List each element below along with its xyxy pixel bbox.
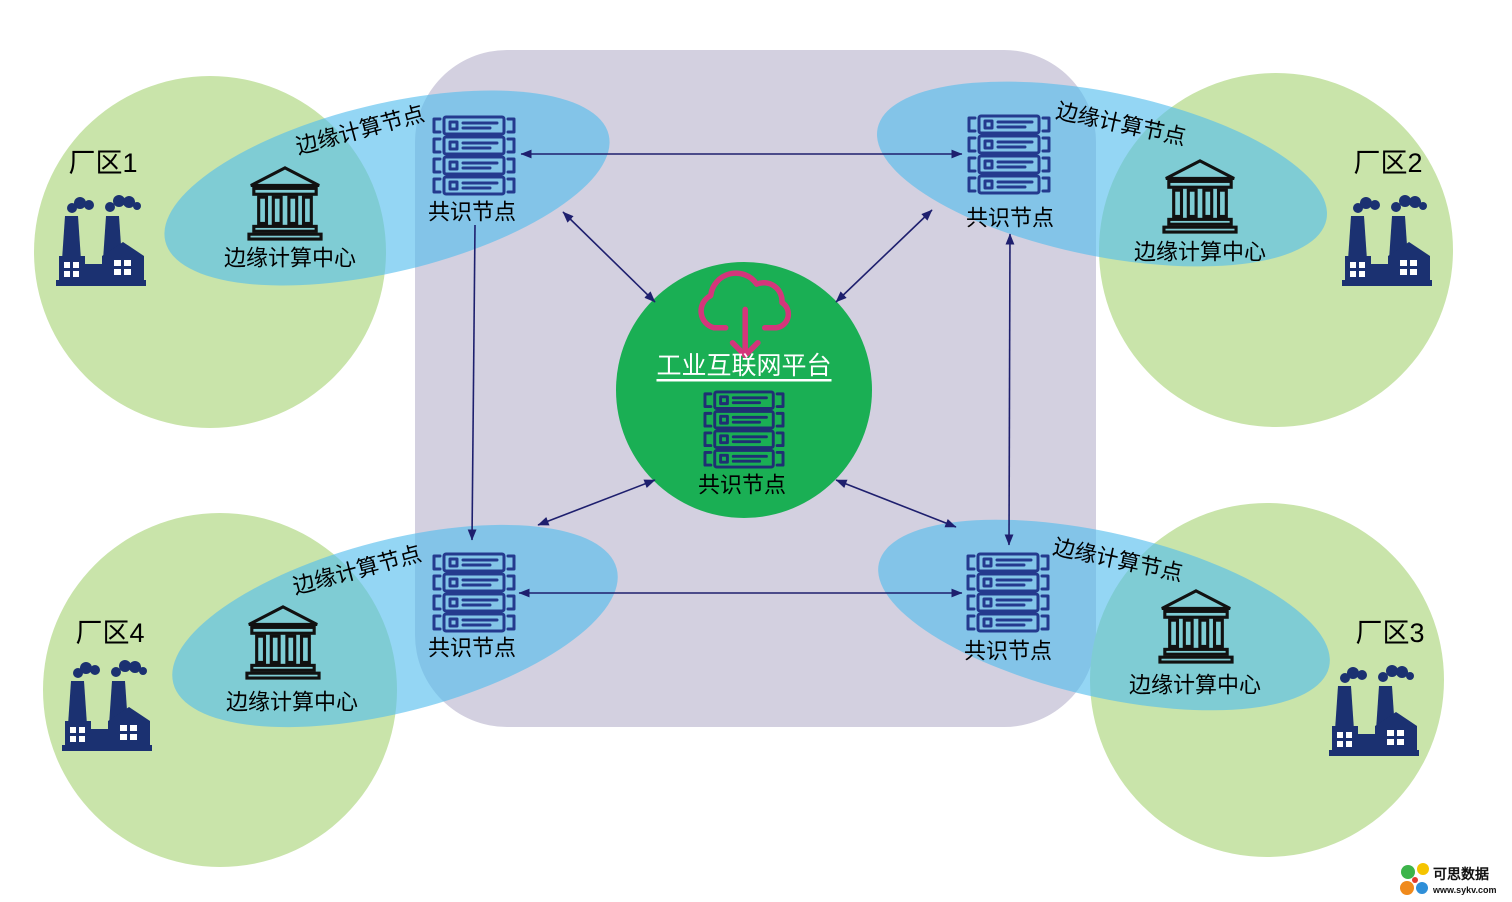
logo-dot-red	[1412, 877, 1418, 883]
edge-node-ellipse	[164, 90, 610, 286]
consensus-node-label: 共识节点	[966, 206, 1054, 231]
zone-3: 厂区3 边缘计算节点 边缘计算中心 共识节点	[878, 503, 1444, 857]
consensus-node-label: 共识节点	[428, 636, 516, 661]
zone-label: 厂区4	[75, 618, 144, 648]
edge-center-label: 边缘计算中心	[1129, 673, 1261, 698]
logo-dot-blue	[1416, 882, 1428, 894]
edge-center-label: 边缘计算中心	[224, 246, 356, 271]
logo-dot-orange	[1400, 881, 1414, 895]
platform-title: 工业互联网平台	[656, 352, 831, 380]
edge-center-label: 边缘计算中心	[1134, 240, 1266, 265]
arrow-zone4-platform	[537, 479, 656, 526]
edge-center-label: 边缘计算中心	[226, 690, 358, 715]
zone-2: 厂区2 边缘计算节点 边缘计算中心 共识节点	[877, 73, 1453, 427]
industrial-internet-platform: 工业互联网平台 共识节点	[616, 262, 872, 518]
consensus-node-label: 共识节点	[964, 639, 1052, 664]
zone-label: 厂区2	[1353, 148, 1422, 178]
watermark-logo: 可思数据 www.sykv.com	[1400, 863, 1497, 895]
zone-label: 厂区3	[1355, 618, 1424, 648]
watermark-url: www.sykv.com	[1432, 885, 1497, 895]
arrow-zone3-platform	[835, 479, 957, 528]
consensus-node-label: 共识节点	[698, 473, 786, 498]
connector-arrows	[467, 149, 1015, 598]
logo-dot-green	[1401, 865, 1415, 879]
platform-circle	[616, 262, 872, 518]
arrow-zone2-platform	[835, 209, 933, 303]
zone-label: 厂区1	[68, 148, 137, 178]
arrow-zone2-zone3	[1004, 233, 1015, 546]
consensus-node-label: 共识节点	[428, 200, 516, 225]
watermark-name: 可思数据	[1433, 866, 1489, 882]
zone-1: 厂区1 边缘计算节点 边缘计算中心 共识节点	[34, 76, 610, 428]
cloud-download-icon	[698, 270, 792, 359]
zone-4: 厂区4 边缘计算节点 边缘计算中心 共识节点	[43, 513, 618, 867]
arrow-zone1-platform	[562, 211, 656, 303]
arrow-zone1-zone4	[467, 224, 477, 541]
logo-dot-yellow	[1417, 863, 1429, 875]
